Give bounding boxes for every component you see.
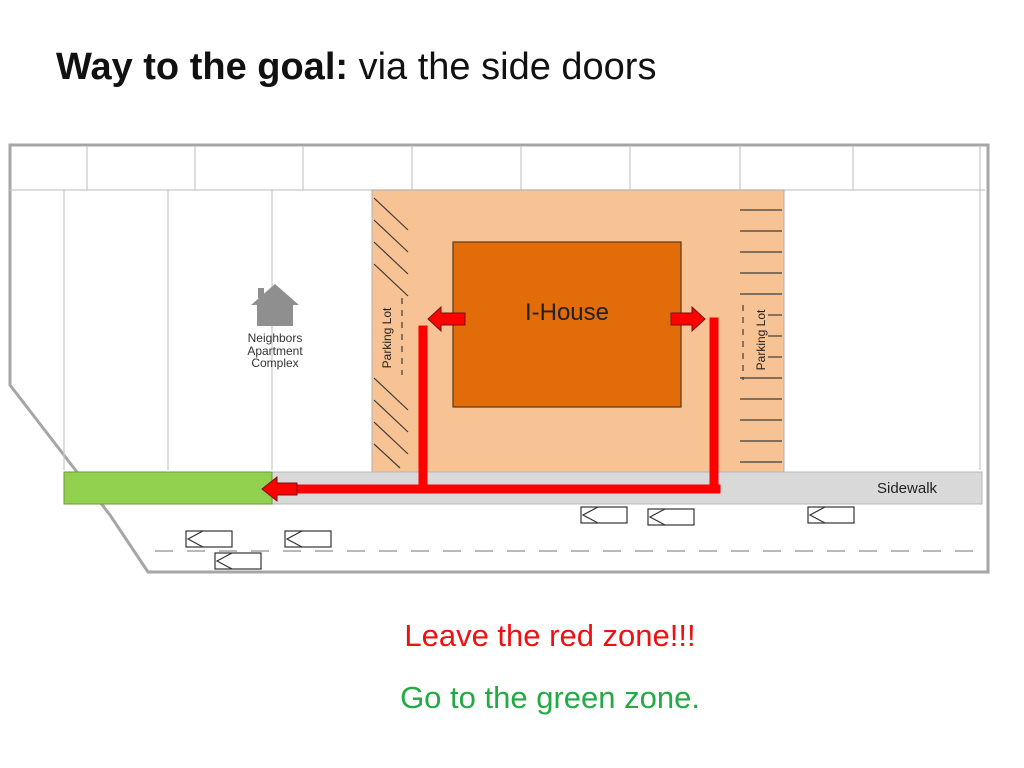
parking-left-label: Parking Lot <box>380 307 394 368</box>
car-icon <box>214 552 262 570</box>
neighbors-label-line-1: Neighbors <box>248 331 303 345</box>
right-parking-stripes <box>740 209 782 463</box>
parking-right-label: Parking Lot <box>754 309 768 370</box>
page-title: Way to the goal: via the side doors <box>56 46 656 89</box>
neighbors-label-line-3: Complex <box>251 356 298 370</box>
car-icon <box>284 530 332 548</box>
green-zone <box>63 471 273 505</box>
car-icon <box>185 530 233 548</box>
house-icon <box>251 284 299 326</box>
arrow-icon <box>427 305 466 333</box>
building-label: I-House <box>525 299 609 326</box>
left-parking-hatching <box>373 197 409 469</box>
sidewalk-label: Sidewalk <box>877 480 938 497</box>
arrow-icon <box>670 305 706 333</box>
i-house-building <box>452 241 682 408</box>
caption-red: Leave the red zone!!! <box>404 618 696 653</box>
evacuation-route <box>297 317 721 494</box>
caption-green: Go to the green zone. <box>400 680 700 715</box>
cars <box>185 506 855 570</box>
car-icon <box>580 506 628 524</box>
car-icon <box>807 506 855 524</box>
neighbors-label-line-2: Apartment <box>247 344 303 358</box>
car-icon <box>647 508 695 526</box>
arrow-icon <box>261 475 298 503</box>
title-rest: via the side doors <box>348 46 657 88</box>
title-bold: Way to the goal: <box>56 46 349 88</box>
